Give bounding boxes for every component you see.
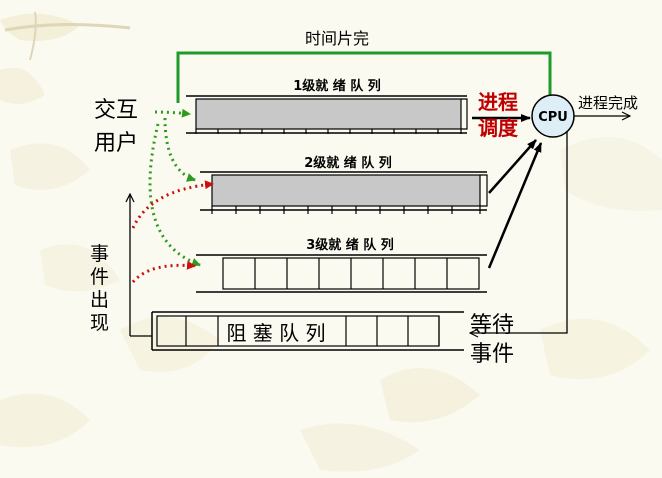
process-done-label: 进程完成 (578, 94, 638, 112)
time-slice-loop (176, 51, 552, 103)
queue3 (196, 254, 487, 293)
event-occurs-char-1: 事 (90, 243, 109, 265)
interactive-user-line2: 用户 (94, 131, 138, 156)
event-occurs-char-2: 件 (90, 266, 109, 288)
queue1-ticks (195, 129, 462, 134)
event-to-queue3-dotted (131, 260, 196, 284)
interactive-to-queue1-dotted (154, 108, 191, 118)
wait-event-line2: 事件 (470, 342, 514, 367)
queue1-fill (195, 98, 462, 130)
queue2-to-cpu-arrow (488, 139, 537, 194)
queue1 (186, 95, 468, 134)
interactive-to-queue2-dotted (163, 117, 196, 182)
event-occurs-char-3: 出 (90, 289, 109, 311)
dispatch-label-line1: 进程 (478, 90, 518, 114)
queue2-bracket (480, 174, 488, 207)
time-slice-label: 时间片完 (305, 29, 369, 48)
wait-event-line1: 等待 (470, 313, 514, 338)
event-occurs-char-4: 现 (90, 312, 109, 334)
queue2 (200, 171, 488, 214)
queue1-bracket (461, 98, 468, 130)
queue3-to-cpu-arrow (487, 142, 543, 269)
background-leaf-decoration-icon (0, 11, 662, 472)
interactive-user-line1: 交互 (94, 98, 138, 123)
dispatch-label-line2: 调度 (478, 116, 519, 140)
queue2-label: 2级就 绪 队 列 (304, 155, 392, 171)
queue2-ticks (211, 206, 481, 214)
queue1-label: 1级就 绪 队 列 (293, 78, 381, 94)
queue3-label: 3级就 绪 队 列 (306, 237, 394, 253)
blocked-queue-label: 阻 塞 队 列 (226, 321, 325, 345)
cpu-to-blocked-line (520, 132, 568, 334)
blocked-queue (151, 311, 464, 351)
cpu-label: CPU (538, 110, 568, 125)
event-to-queue2-dotted (131, 180, 214, 229)
interactive-to-queue3-dotted (148, 123, 201, 267)
queue2-fill (211, 174, 481, 207)
